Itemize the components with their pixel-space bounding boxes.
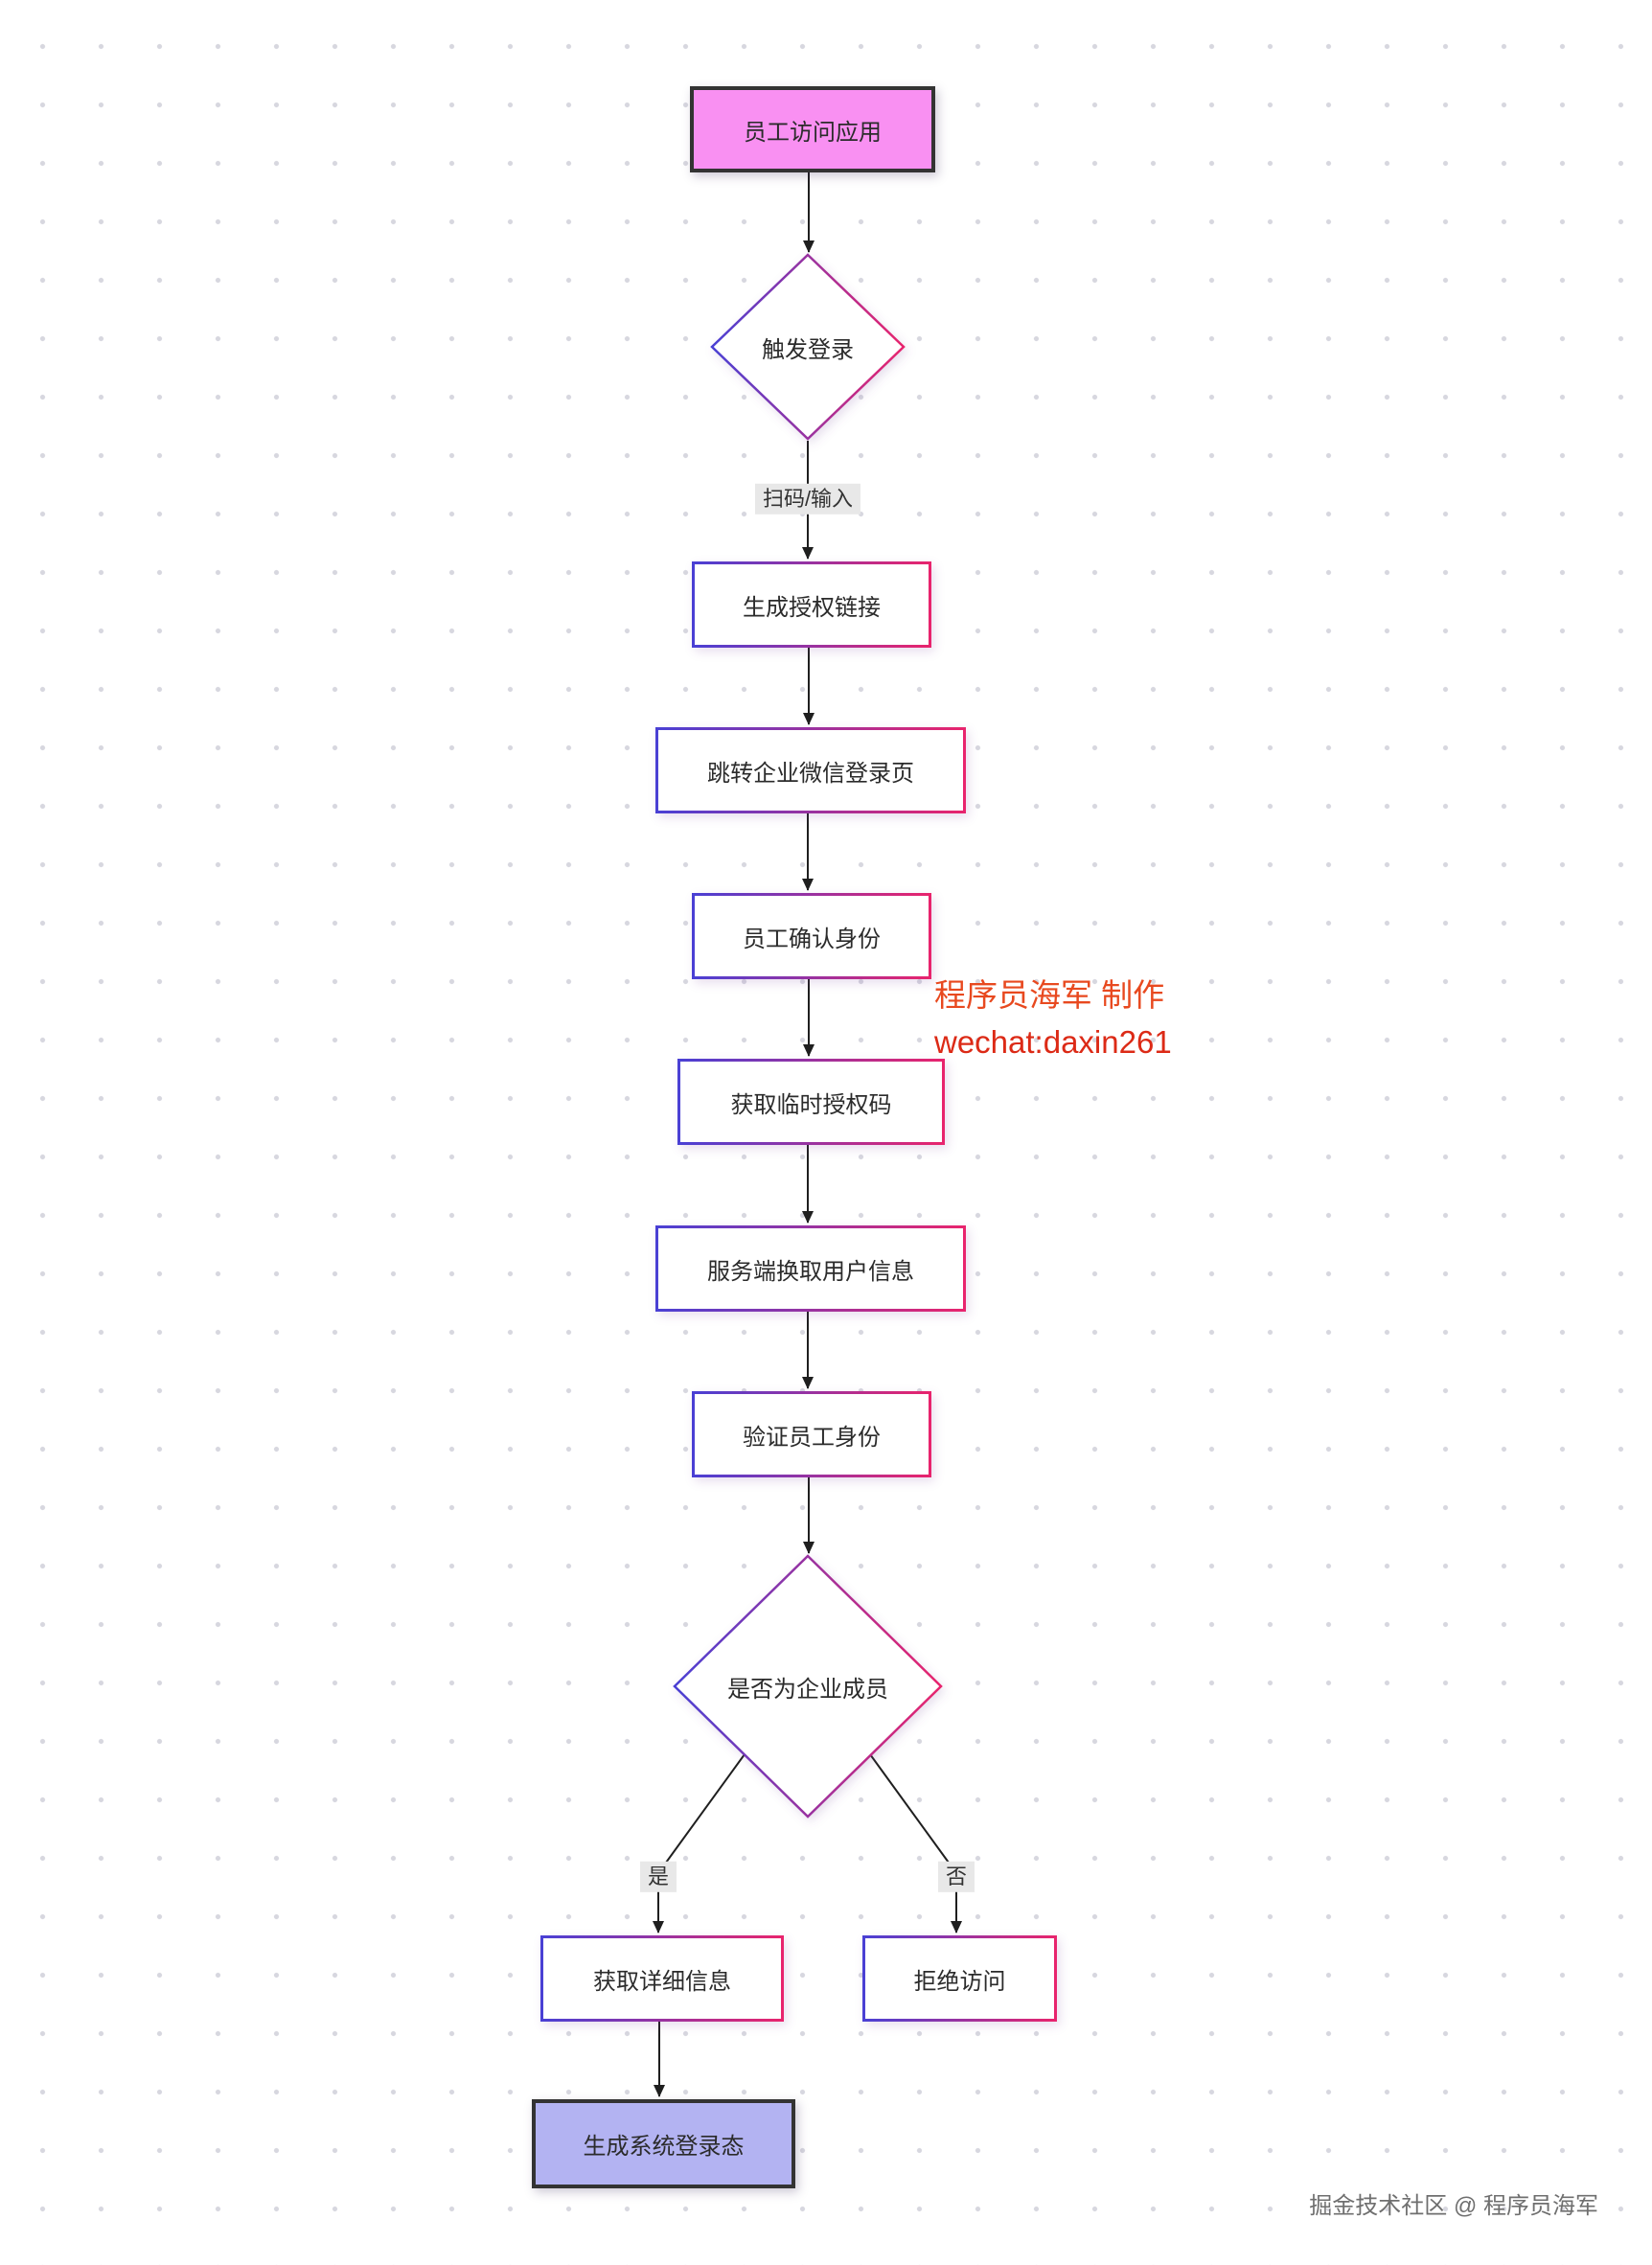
node-employee-access-app: 员工访问应用 <box>690 86 935 172</box>
decision-shapes <box>673 253 943 1819</box>
edge-label-scan-or-input: 扫码/输入 <box>754 483 861 515</box>
decision-trigger-login-shape <box>710 253 906 441</box>
decision-is-enterprise-member-shape <box>673 1554 943 1819</box>
author-watermark-line1: 程序员海军 制作 <box>934 977 1165 1013</box>
edge-label-yes: 是 <box>639 1861 677 1893</box>
edge-label-no: 否 <box>937 1861 975 1893</box>
node-is-enterprise-member: 是否为企业成员 <box>727 1676 888 1703</box>
node-trigger-login: 触发登录 <box>762 336 854 363</box>
node-employee-confirm-identity: 员工确认身份 <box>692 893 931 979</box>
juejin-footer-watermark: 掘金技术社区 @ 程序员海军 <box>1309 2193 1598 2219</box>
node-generate-auth-link: 生成授权链接 <box>692 561 931 648</box>
author-watermark: 程序员海军 制作 wechat:daxin261 <box>934 972 1172 1065</box>
author-watermark-line2: wechat:daxin261 <box>934 1024 1172 1060</box>
node-deny-access: 拒绝访问 <box>862 1935 1057 2022</box>
node-server-exchange-user-info: 服务端换取用户信息 <box>655 1225 966 1312</box>
node-verify-employee-identity: 验证员工身份 <box>692 1391 931 1477</box>
node-generate-login-session: 生成系统登录态 <box>532 2099 795 2188</box>
node-redirect-wecom-login-page: 跳转企业微信登录页 <box>655 727 966 813</box>
node-get-detail-info: 获取详细信息 <box>540 1935 784 2022</box>
node-get-temp-auth-code: 获取临时授权码 <box>677 1059 945 1145</box>
